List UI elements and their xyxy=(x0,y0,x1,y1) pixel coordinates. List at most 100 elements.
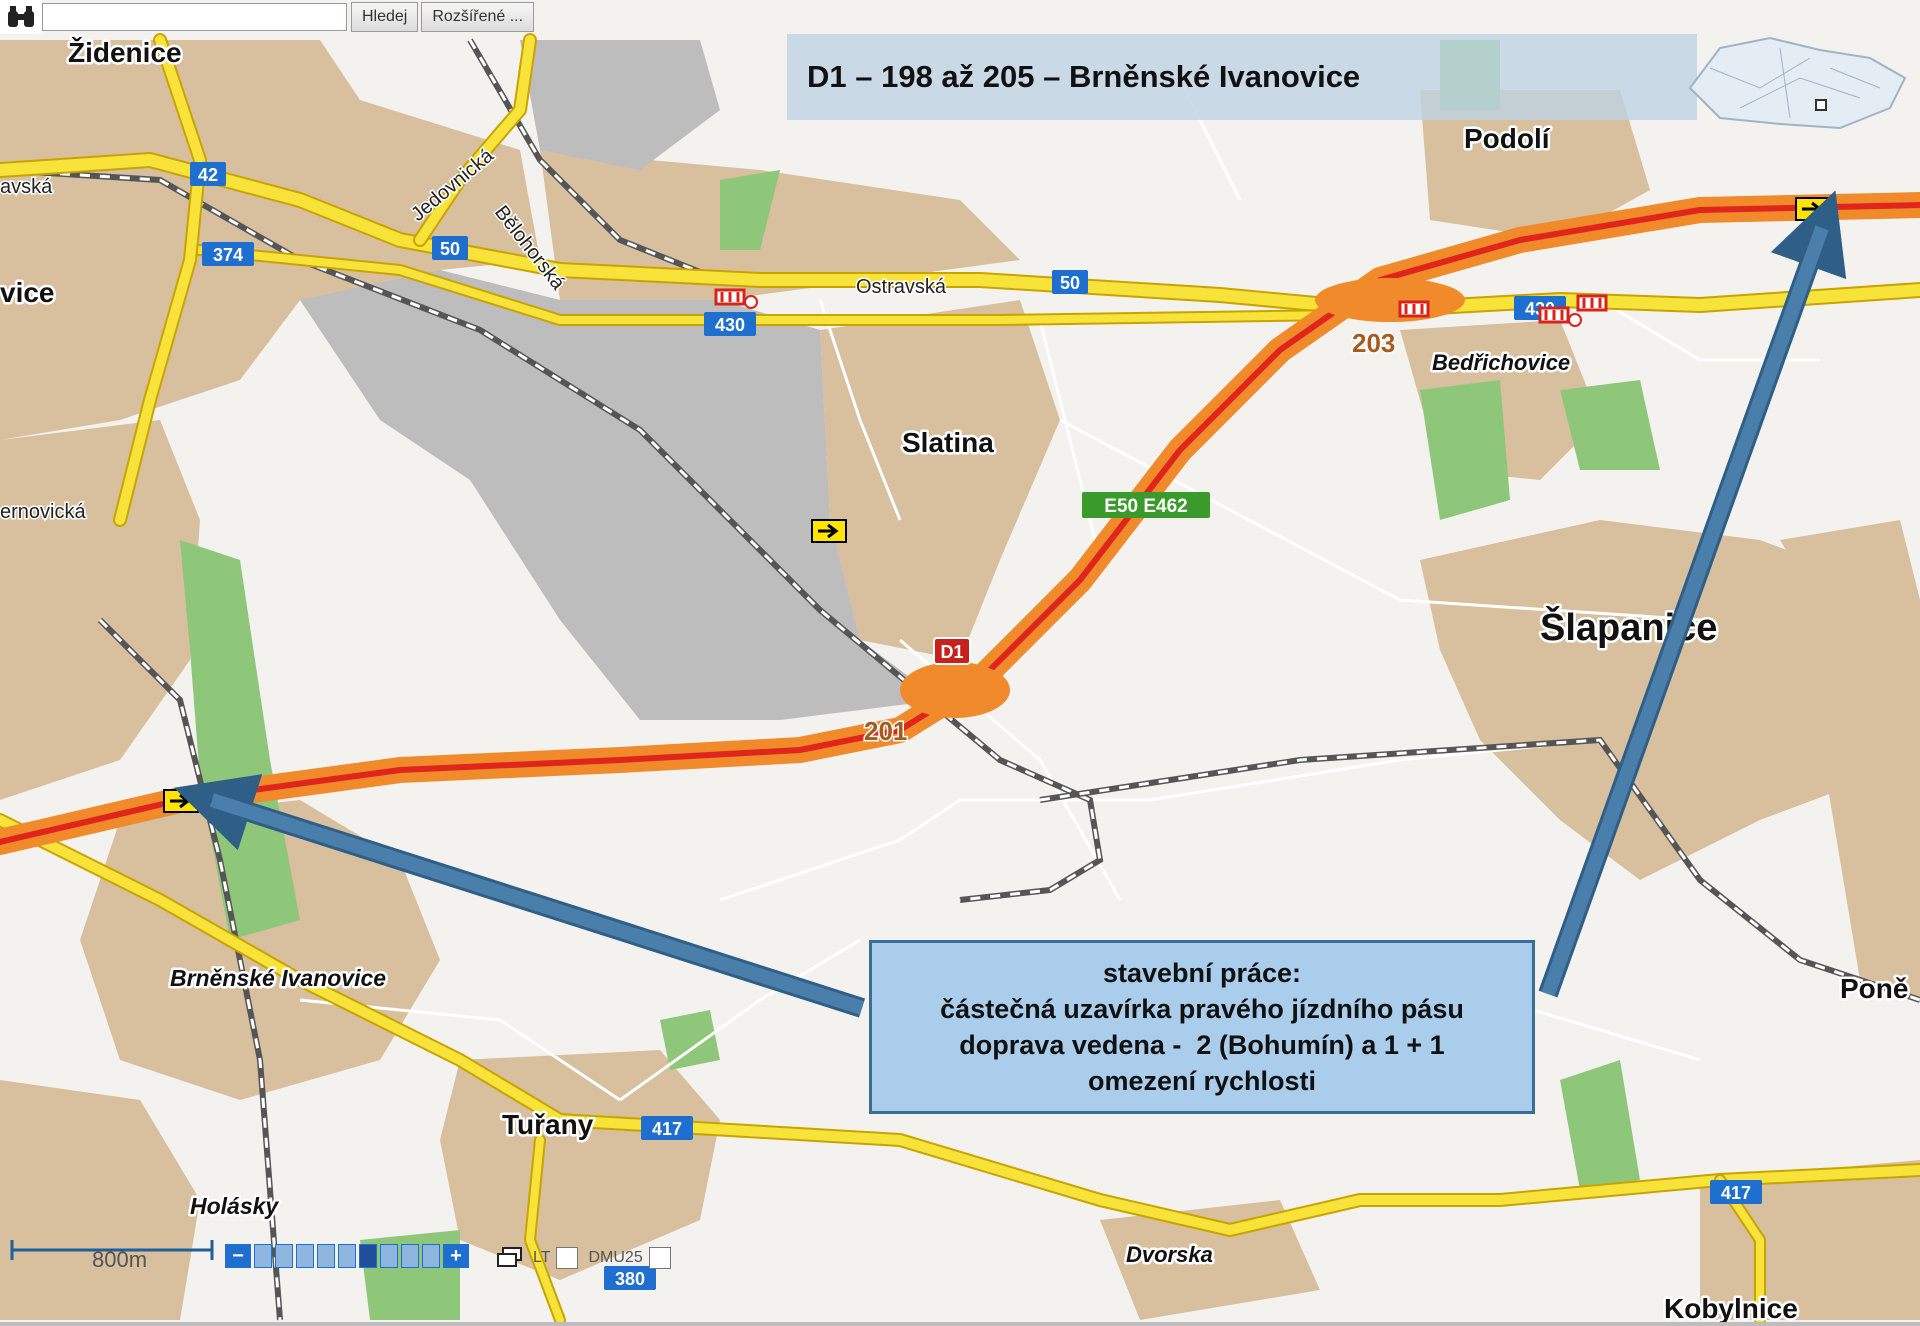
callout-arrow-right xyxy=(1541,225,1829,997)
forest-south xyxy=(1560,1060,1640,1190)
search-button[interactable]: Hledej xyxy=(351,2,419,32)
zoom-level-step[interactable] xyxy=(422,1244,440,1268)
overview-viewport-marker xyxy=(1815,99,1827,111)
urban-area-podoli xyxy=(1420,90,1650,240)
callout-line: doprava vedena - 2 (Bohumín) a 1 + 1 xyxy=(959,1030,1445,1060)
road-badge-374: 374 xyxy=(202,242,254,266)
detour-arrow-icon xyxy=(811,519,847,543)
zoom-in-button[interactable]: + xyxy=(443,1244,469,1268)
railway-line xyxy=(98,618,282,1321)
zoom-level-step[interactable] xyxy=(401,1244,419,1268)
street-label-avska: avská xyxy=(0,176,53,198)
urban-area-slatina xyxy=(820,300,1060,660)
search-bar: Hledej Rozšířené ... xyxy=(0,0,537,34)
motorway-d1-center xyxy=(0,202,1920,845)
urban-area-turany xyxy=(440,1050,720,1280)
layer-dmu25-checkbox[interactable] xyxy=(648,1247,671,1269)
urban-area-north-strip xyxy=(540,150,1020,300)
road-badge-417: 417 xyxy=(641,1116,693,1140)
zoom-out-button[interactable]: − xyxy=(225,1244,251,1268)
roadwork-barrier-icon xyxy=(1576,294,1608,312)
minor-road xyxy=(619,938,861,1102)
place-label-zidenice: Židenice xyxy=(68,37,182,68)
layer-lt-checkbox[interactable] xyxy=(556,1247,579,1269)
search-input[interactable] xyxy=(42,3,347,31)
layer-lt-label: LT xyxy=(533,1249,551,1266)
railway-line xyxy=(468,39,721,282)
svg-text:50: 50 xyxy=(1060,273,1080,293)
page-title: D1 – 198 až 205 – Brněnské Ivanovice xyxy=(807,59,1361,94)
zoom-level-step-current[interactable] xyxy=(359,1244,377,1268)
roadwork-barrier-icon xyxy=(1398,300,1430,318)
street-label-ostravska: Ostravská xyxy=(856,276,947,298)
road-badge-42: 42 xyxy=(190,162,226,186)
road-jedovnicka xyxy=(415,35,535,245)
overview-map[interactable] xyxy=(1680,28,1910,138)
railways xyxy=(0,38,1920,1321)
minor-road xyxy=(719,798,961,902)
road-417 xyxy=(0,815,1920,1235)
road-42 xyxy=(115,35,205,525)
traffic-event-icons[interactable] xyxy=(163,197,1831,813)
detour-arrow-icon xyxy=(163,789,199,813)
road-badge-430: 430 xyxy=(704,312,756,336)
industrial-area-north xyxy=(520,40,720,170)
zoom-level-step[interactable] xyxy=(275,1244,293,1268)
interchange-201 xyxy=(900,662,1010,718)
callout-arrows xyxy=(173,190,1847,1018)
place-label-brnenske-ivanovice: Brněnské Ivanovice xyxy=(170,965,386,991)
motorway-shield-euro: E50 E462 xyxy=(1082,492,1210,518)
svg-text:42: 42 xyxy=(198,165,218,185)
road-badges: 42 374 50 50 430 430 417 417 380 xyxy=(190,162,1762,1290)
urban-area-east xyxy=(1800,600,1920,1000)
road-badge-50: 50 xyxy=(1052,270,1088,294)
zoom-level-step[interactable] xyxy=(317,1244,335,1268)
minor-road xyxy=(818,299,902,521)
forest-bedrichovice xyxy=(1420,380,1510,520)
road-badge-380: 380 xyxy=(604,1266,656,1290)
zoom-level-step[interactable] xyxy=(338,1244,356,1268)
motorway-d1 xyxy=(0,192,1920,855)
road-430 xyxy=(196,246,1344,324)
forest-east xyxy=(1560,380,1660,470)
roadwork-barrier-icon xyxy=(714,288,758,309)
layer-toggles: LT DMU25 xyxy=(495,1246,681,1270)
binoculars-icon[interactable] xyxy=(0,0,42,34)
zoom-level-step[interactable] xyxy=(254,1244,272,1268)
urban-area-south-west xyxy=(0,1080,200,1320)
title-banner: D1 – 198 až 205 – Brněnské Ivanovice xyxy=(787,34,1697,120)
svg-text:417: 417 xyxy=(1721,1183,1751,1203)
callout-arrow-left xyxy=(209,793,865,1015)
svg-text:374: 374 xyxy=(213,245,243,265)
scale-label: 800m xyxy=(92,1247,148,1272)
advanced-search-button[interactable]: Rozšířené ... xyxy=(421,2,535,32)
layer-dmu25-label: DMU25 xyxy=(588,1249,643,1266)
callout-line: stavební práce: xyxy=(1102,958,1302,988)
urban-areas xyxy=(0,40,1920,1320)
road-380 xyxy=(526,1136,564,1324)
place-label-bedrichovice: Bedřichovice xyxy=(1432,350,1570,375)
minor-road xyxy=(1059,418,1701,622)
railway-line xyxy=(1039,738,1920,1002)
urban-area-dvorska xyxy=(1100,1200,1320,1320)
place-label-pone: Poně xyxy=(1840,973,1908,1004)
layers-icon[interactable] xyxy=(495,1246,525,1270)
motorway-shield-d1: D1 xyxy=(933,637,971,665)
svg-text:430: 430 xyxy=(715,315,745,335)
svg-text:50: 50 xyxy=(440,239,460,259)
zoom-level-step[interactable] xyxy=(380,1244,398,1268)
zoom-control: − + xyxy=(225,1244,469,1268)
bottom-divider xyxy=(0,1322,1920,1326)
callout-box: stavební práce: částečná uzavírka pravéh… xyxy=(869,940,1535,1114)
forest-west xyxy=(180,540,300,940)
callout-line: částečná uzavírka pravého jízdního pásu xyxy=(940,994,1464,1024)
forest-north xyxy=(720,170,780,250)
place-label-kobylnice: Kobylnice xyxy=(1664,1293,1798,1324)
exit-number-201: 201 xyxy=(864,716,907,746)
zoom-level-step[interactable] xyxy=(296,1244,314,1268)
place-label-turany: Tuřany xyxy=(502,1109,594,1140)
svg-text:417: 417 xyxy=(652,1119,682,1139)
road-badge-417: 417 xyxy=(1710,1180,1762,1204)
